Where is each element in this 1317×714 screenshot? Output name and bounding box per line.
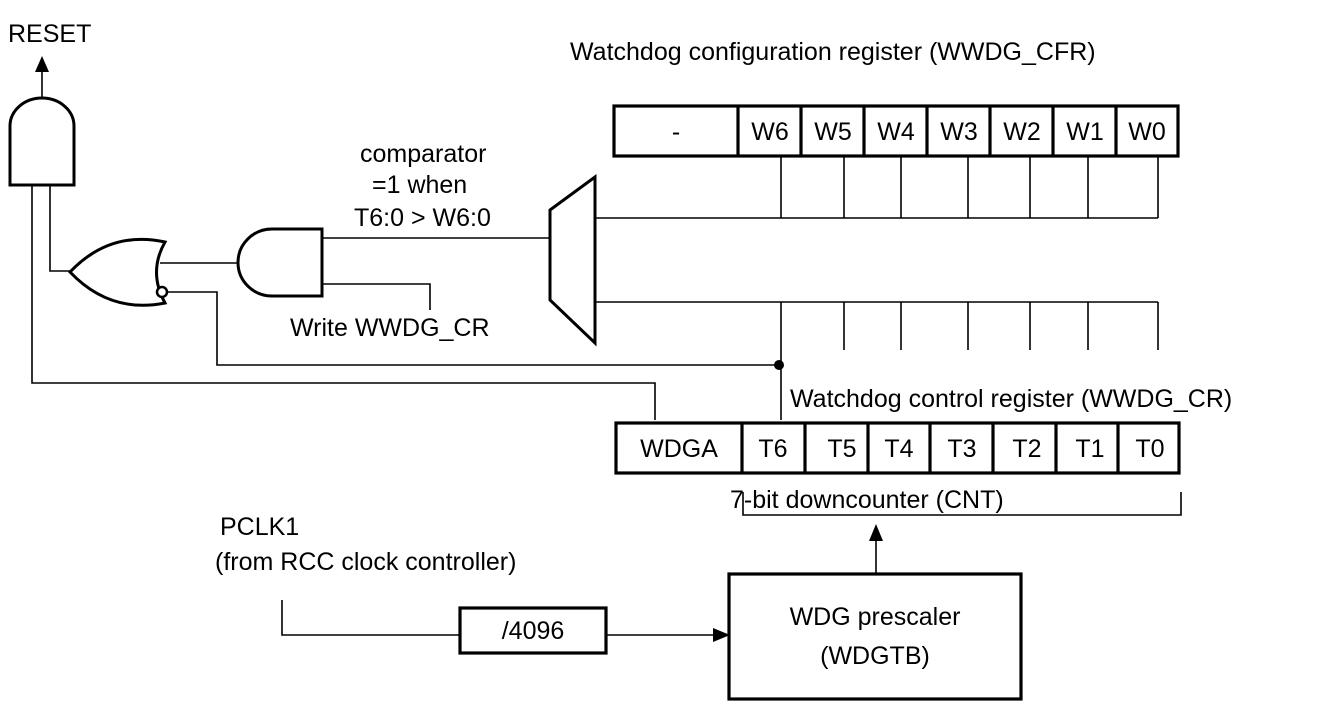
comparator xyxy=(548,174,597,347)
cr-cell-t1: T1 xyxy=(1075,435,1104,463)
comparator-label: comparator xyxy=(360,140,486,168)
reset-arrow xyxy=(35,56,49,102)
cr-register xyxy=(614,421,1181,475)
cr-title: Watchdog control register (WWDG_CR) xyxy=(790,385,1232,413)
prescaler-label: WDG prescaler xyxy=(790,603,961,631)
cfr-title: Watchdog configuration register (WWDG_CF… xyxy=(570,38,1096,66)
cr-cell-t6: T6 xyxy=(758,435,787,463)
cfr-cell-w5: W5 xyxy=(814,118,852,146)
downcounter-bracket xyxy=(742,492,1182,516)
cfr-register xyxy=(612,104,1180,158)
cr-cell-t4: T4 xyxy=(884,435,913,463)
wire-and-input-right xyxy=(49,185,76,272)
pclk-source-label: (from RCC clock controller) xyxy=(215,548,516,576)
compare-and-gate xyxy=(236,227,324,298)
cfr-cell-w2: W2 xyxy=(1003,118,1041,146)
cfr-cell-w1: W1 xyxy=(1066,118,1104,146)
cfr-bus xyxy=(595,156,1159,219)
cfr-cell-w4: W4 xyxy=(877,118,915,146)
wire-t6-to-or xyxy=(167,291,778,366)
reset-and-gate xyxy=(8,96,76,187)
or-gate xyxy=(67,237,168,307)
cfr-cell-w6: W6 xyxy=(751,118,789,146)
reset-label: RESET xyxy=(8,20,91,48)
cr-cell-wdga: WDGA xyxy=(640,435,718,463)
cr-cell-t0: T0 xyxy=(1135,435,1164,463)
divider-to-prescaler-arrow xyxy=(606,628,730,642)
write-cr-label: Write WWDG_CR xyxy=(290,314,490,342)
comparator-condition-line1: =1 when xyxy=(372,171,467,199)
prescaler-sub-label: (WDGTB) xyxy=(820,642,930,670)
pclk-label: PCLK1 xyxy=(220,513,299,541)
or-gate-inversion-bubble xyxy=(155,285,169,299)
wire-write-cr xyxy=(322,283,431,310)
cr-cell-t2: T2 xyxy=(1012,435,1041,463)
cr-cell-t5: T5 xyxy=(827,435,856,463)
cr-cell-t3: T3 xyxy=(947,435,976,463)
comparator-condition-line2: T6:0 > W6:0 xyxy=(354,204,491,232)
t6-junction-dot xyxy=(774,360,784,370)
divider-box xyxy=(458,606,608,655)
downcounter-label: 7-bit downcounter (CNT) xyxy=(730,486,1004,514)
divider-label: /4096 xyxy=(502,617,565,645)
cfr-cell-reserved: - xyxy=(672,118,680,146)
prescaler-to-counter-arrow xyxy=(869,524,883,573)
prescaler-box xyxy=(727,572,1023,701)
wire-and-input-left xyxy=(31,185,656,420)
cfr-cell-w0: W0 xyxy=(1128,118,1166,146)
wire-pclk-to-divider xyxy=(281,600,460,636)
cfr-cell-w3: W3 xyxy=(940,118,978,146)
